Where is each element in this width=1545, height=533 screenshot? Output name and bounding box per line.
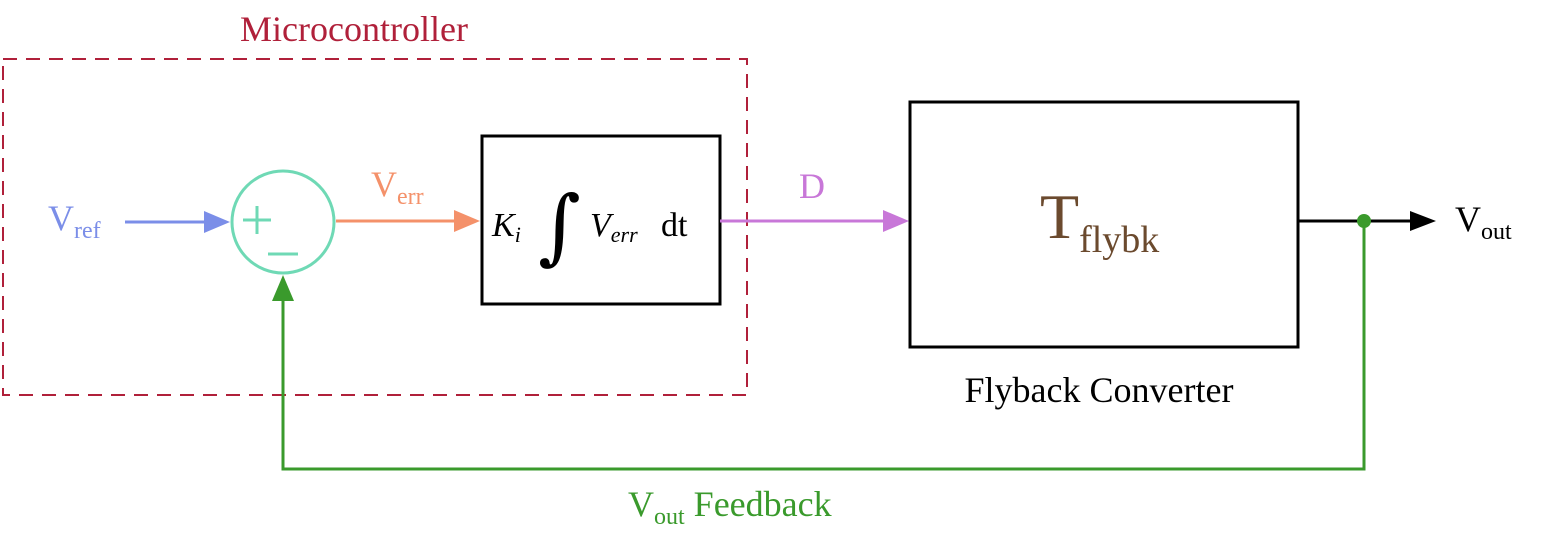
integral-sign: ∫ [538, 179, 581, 274]
flyback-block [908, 100, 1300, 349]
verr-sub: err [397, 184, 424, 210]
flyback-symbol-sub: flybk [1079, 219, 1159, 261]
verr-main: V [371, 164, 397, 204]
verr-label: Verr [371, 164, 424, 210]
vout-label: Vout [1455, 199, 1512, 245]
vref-main: V [48, 198, 74, 238]
integrator-var: Verr [590, 207, 638, 247]
integrator-dt: dt [661, 207, 688, 244]
flyback-symbol-main: T [1040, 181, 1079, 252]
flyback-caption: Flyback Converter [965, 370, 1234, 410]
feedback-sub: out [654, 504, 685, 530]
var-sub: err [611, 222, 638, 247]
gain-sub: i [515, 222, 521, 247]
verr-arrowhead [454, 210, 480, 232]
feedback-arrowhead [272, 275, 294, 301]
flyback-symbol: Tflybk [1040, 181, 1159, 261]
feedback-path [281, 221, 1366, 471]
feedback-suffix: Feedback [685, 484, 832, 524]
microcontroller-label: Microcontroller [240, 9, 468, 49]
integrator-gain: Ki [491, 207, 521, 247]
vref-arrowhead [204, 211, 230, 233]
vout-sub: out [1481, 219, 1512, 245]
vref-sub: ref [74, 218, 101, 244]
microcontroller-boundary [2, 58, 748, 396]
output-arrowhead [1410, 211, 1436, 231]
vout-main: V [1455, 199, 1481, 239]
feedback-main: V [628, 484, 654, 524]
duty-label: D [799, 166, 825, 206]
vref-label: Vref [48, 198, 101, 244]
summing-junction [230, 169, 336, 275]
feedback-label: Vout Feedback [628, 484, 832, 530]
gain-main: K [491, 207, 517, 244]
duty-arrowhead [883, 210, 909, 232]
